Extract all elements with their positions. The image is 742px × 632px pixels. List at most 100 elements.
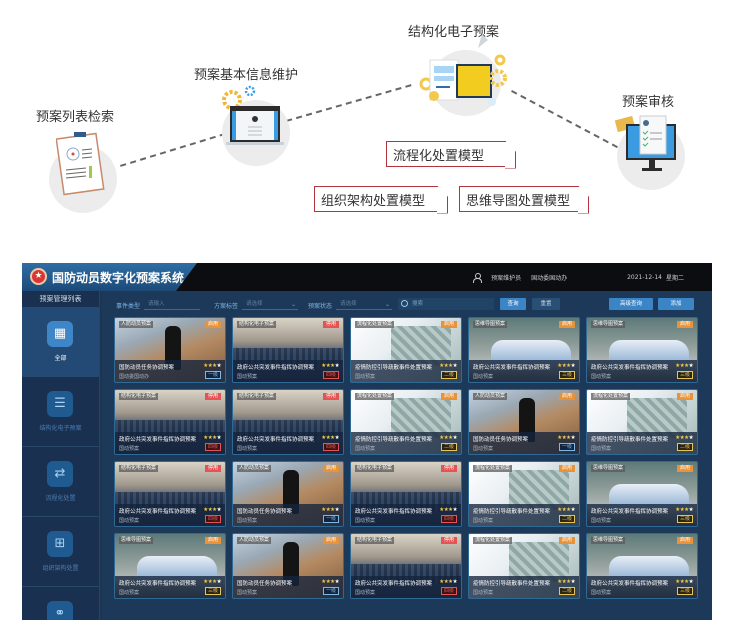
sidebar-item-all[interactable]: ▦ 全部 — [22, 307, 99, 377]
status-badge: 停用 — [322, 321, 339, 328]
level-badge: 二级 — [441, 443, 457, 451]
plan-tag-select[interactable]: 请选择 ⌄ — [242, 300, 298, 310]
plan-source: 国动预案 — [355, 374, 376, 380]
clipboard-icon — [56, 132, 105, 196]
plan-source: 国动预案 — [591, 590, 612, 596]
plan-card[interactable]: 人防动员预案 启用 国防动员任务协调预案 国动委国动办 ★★★★ 一级 — [114, 317, 226, 383]
star-rating: ★★★★ — [439, 435, 457, 441]
plan-source: 国动预案 — [473, 374, 494, 380]
plan-type-tag: 流程化处置预案 — [355, 393, 395, 400]
star-rating: ★★★★ — [675, 435, 693, 441]
query-button[interactable]: 查询 — [500, 298, 526, 310]
star-icon: ★ — [566, 435, 571, 441]
star-rating: ★★★★ — [321, 435, 339, 441]
star-rating: ★★★★ — [557, 363, 575, 369]
event-type-input[interactable]: 请输入 — [144, 300, 200, 310]
plan-type-tag: 人防动员预案 — [237, 537, 272, 544]
filter-bar: 事件类型 请输入 方案标签 请选择 ⌄ 预案状态 请选择 ⌄ 搜索 查询 重置 — [102, 291, 712, 317]
sidebar-item-flow[interactable]: ⇄ 流程化处置 — [22, 447, 99, 517]
star-icon: ★ — [334, 507, 340, 513]
plan-card[interactable]: 结构化电子预案 停用 政府公共突发事件指挥协调预案 国动预案 ★★★★ 四级 — [350, 461, 462, 527]
level-badge: 四级 — [323, 443, 339, 451]
search-input[interactable]: 搜索 — [398, 298, 494, 310]
plan-card[interactable]: 结构化电子预案 停用 政府公共突发事件指挥协调预案 国动预案 ★★★★ 四级 — [114, 389, 226, 455]
card-info-bar: 疫情防控引导疏散事件处置预案 国动预案 ★★★★ 二级 — [351, 432, 461, 454]
star-icon: ★ — [325, 435, 331, 441]
plan-card[interactable]: 人防动员预案 启用 国防动员任务协调预案 国动预案 ★★★★ 一级 — [232, 461, 344, 527]
plan-card[interactable]: 思维导图预案 启用 政府公共突发事件指挥协调预案 国动预案 ★★★★ 三级 — [586, 317, 698, 383]
reset-button[interactable]: 重置 — [532, 298, 560, 310]
star-icon: ★ — [207, 363, 213, 369]
level-badge: 四级 — [205, 443, 221, 451]
status-badge: 停用 — [440, 537, 457, 544]
star-icon: ★ — [203, 579, 208, 585]
plan-title: 疫情防控引导疏散事件处置预案 — [355, 365, 433, 371]
plan-source: 国动预案 — [591, 518, 612, 524]
card-info-bar: 疫情防控引导疏散事件处置预案 国动预案 ★★★★ 二级 — [587, 432, 697, 454]
plan-type-tag: 思维导图预案 — [591, 537, 626, 544]
star-icon: ★ — [684, 435, 689, 441]
plan-source: 国动预案 — [237, 374, 258, 380]
status-badge: 启用 — [440, 321, 457, 328]
plan-status-placeholder: 请选择 — [340, 301, 357, 307]
plan-type-tag: 流程化处置预案 — [591, 393, 631, 400]
level-badge: 三级 — [677, 515, 693, 523]
level-badge: 二级 — [559, 587, 575, 595]
star-icon: ★ — [330, 579, 335, 585]
star-icon: ★ — [439, 363, 444, 369]
node-label-structured: 结构化电子预案 — [408, 25, 500, 40]
star-icon: ★ — [561, 507, 567, 513]
plan-card[interactable]: 流程化处置预案 启用 疫情防控引导疏散事件处置预案 国动预案 ★★★★ 二级 — [350, 389, 462, 455]
plan-card[interactable]: 思维导图预案 启用 政府公共突发事件指挥协调预案 国动预案 ★★★★ 三级 — [468, 317, 580, 383]
plan-card[interactable]: 结构化电子预案 停用 政府公共突发事件指挥协调预案 国动预案 ★★★★ 四级 — [232, 389, 344, 455]
plan-title: 政府公共突发事件指挥协调预案 — [591, 365, 669, 371]
card-info-bar: 政府公共突发事件指挥协调预案 国动预案 ★★★★ 三级 — [587, 576, 697, 598]
sidebar-item-org[interactable]: ⊞ 组织架构处置 — [22, 517, 99, 587]
status-badge: 停用 — [322, 393, 339, 400]
level-badge: 一级 — [559, 443, 575, 451]
status-badge: 停用 — [440, 465, 457, 472]
user-icon[interactable] — [473, 272, 483, 283]
plan-card[interactable]: 结构化电子预案 停用 政府公共突发事件指挥协调预案 国动预案 ★★★★ 四级 — [114, 461, 226, 527]
search-icon — [401, 300, 408, 307]
plan-card[interactable]: 思维导图预案 启用 政府公共突发事件指挥协调预案 国动预案 ★★★★ 三级 — [586, 533, 698, 599]
card-info-bar: 国防动员任务协调预案 国动委国动办 ★★★★ 一级 — [115, 360, 225, 382]
model-tag-label: 组织架构处置模型 — [321, 194, 426, 209]
plan-card[interactable]: 流程化处置预案 启用 疫情防控引导疏散事件处置预案 国动预案 ★★★★ 二级 — [468, 533, 580, 599]
plan-source: 国动预案 — [591, 374, 612, 380]
plan-card[interactable]: 结构化电子预案 停用 政府公共突发事件指挥协调预案 国动预案 ★★★★ 四级 — [350, 533, 462, 599]
plan-card[interactable]: 流程化处置预案 启用 疫情防控引导疏散事件处置预案 国动预案 ★★★★ 二级 — [468, 461, 580, 527]
plan-status-select[interactable]: 请选择 ⌄ — [336, 300, 392, 310]
star-icon: ★ — [321, 363, 326, 369]
add-button[interactable]: 添加 — [658, 298, 694, 310]
star-icon: ★ — [212, 435, 217, 441]
plan-card[interactable]: 流程化处置预案 启用 疫情防控引导疏散事件处置预案 国动预案 ★★★★ 二级 — [586, 389, 698, 455]
plan-card[interactable]: 人防动员预案 启用 国防动员任务协调预案 国动预案 ★★★★ 一级 — [468, 389, 580, 455]
plan-card[interactable]: 结构化电子预案 停用 政府公共突发事件指挥协调预案 国动预案 ★★★★ 四级 — [232, 317, 344, 383]
star-icon: ★ — [561, 435, 567, 441]
star-icon: ★ — [688, 507, 694, 513]
status-badge: 启用 — [440, 393, 457, 400]
plan-title: 国防动员任务协调预案 — [473, 437, 529, 443]
node-label-search: 预案列表检索 — [36, 110, 115, 125]
plan-title: 政府公共突发事件指挥协调预案 — [591, 581, 669, 587]
star-icon: ★ — [330, 507, 335, 513]
plan-card[interactable]: 人防动员预案 启用 国防动员任务协调预案 国动预案 ★★★★ 一级 — [232, 533, 344, 599]
plan-card[interactable]: 思维导图预案 启用 政府公共突发事件指挥协调预案 国动预案 ★★★★ 三级 — [114, 533, 226, 599]
card-info-bar: 政府公共突发事件指挥协调预案 国动预案 ★★★★ 四级 — [115, 432, 225, 454]
card-info-bar: 政府公共突发事件指挥协调预案 国动预案 ★★★★ 四级 — [351, 576, 461, 598]
sidebar-item-mindmap[interactable]: ⚭ 思维导图处置 — [22, 587, 99, 620]
star-icon: ★ — [557, 435, 562, 441]
thumbnail-figure — [519, 398, 535, 442]
star-icon: ★ — [688, 579, 694, 585]
advanced-search-button[interactable]: 高级查询 — [609, 298, 653, 310]
search-placeholder: 搜索 — [412, 301, 424, 307]
plan-card[interactable]: 思维导图预案 启用 政府公共突发事件指挥协调预案 国动预案 ★★★★ 三级 — [586, 461, 698, 527]
plan-card[interactable]: 流程化处置预案 启用 疫情防控引导疏散事件处置预案 国动预案 ★★★★ 二级 — [350, 317, 462, 383]
event-type-label: 事件类型 — [116, 303, 141, 310]
plan-source: 国动预案 — [355, 446, 376, 452]
star-icon: ★ — [561, 363, 567, 369]
plan-type-tag: 流程化处置预案 — [355, 321, 395, 328]
star-icon: ★ — [566, 507, 571, 513]
sidebar-item-structured[interactable]: ☰ 结构化电子预案 — [22, 377, 99, 447]
